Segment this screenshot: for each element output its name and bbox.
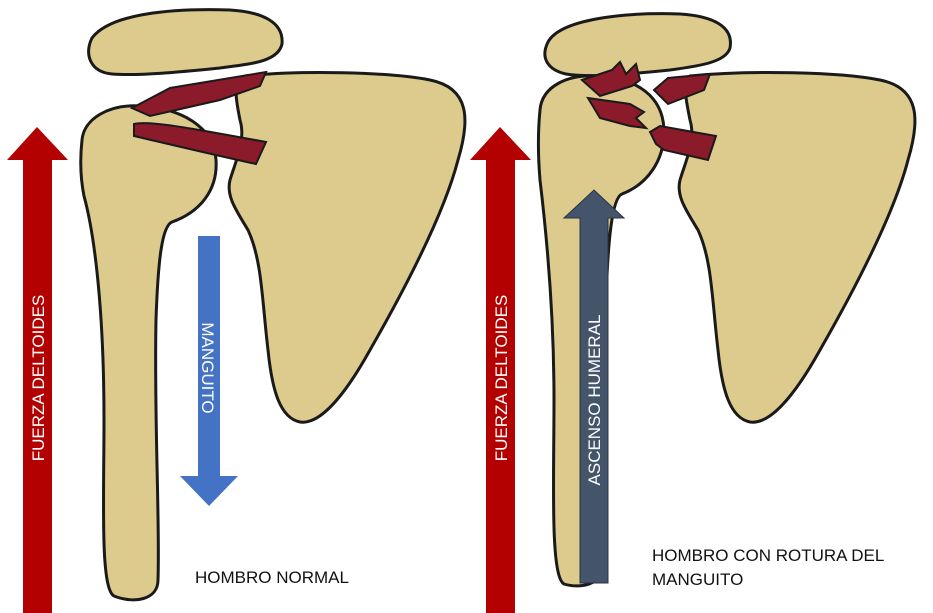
cuff-arrow: MANGUITO [180, 236, 238, 506]
deltoid-force-arrow-right: FUERZA DELTOIDES [470, 127, 531, 613]
acromion [89, 10, 283, 75]
deltoid-force-arrow-left: FUERZA DELTOIDES [7, 127, 68, 613]
acromion [545, 14, 731, 76]
cuff-arrow-label: MANGUITO [198, 322, 217, 413]
caption-normal-shoulder: HOMBRO NORMAL [195, 566, 349, 590]
deltoid-force-label-left: FUERZA DELTOIDES [29, 295, 48, 462]
deltoid-force-label-right: FUERZA DELTOIDES [492, 295, 511, 462]
caption-torn-line2: MANGUITO [652, 568, 884, 592]
normal-shoulder [81, 10, 465, 600]
caption-torn-line1: HOMBRO CON ROTURA DEL [652, 544, 884, 568]
scapula [229, 73, 465, 423]
humeral-ascent-label: ASCENSO HUMERAL [585, 315, 604, 486]
scapula [679, 73, 915, 423]
caption-torn-shoulder: HOMBRO CON ROTURA DEL MANGUITO [652, 544, 884, 592]
humerus [81, 106, 216, 600]
